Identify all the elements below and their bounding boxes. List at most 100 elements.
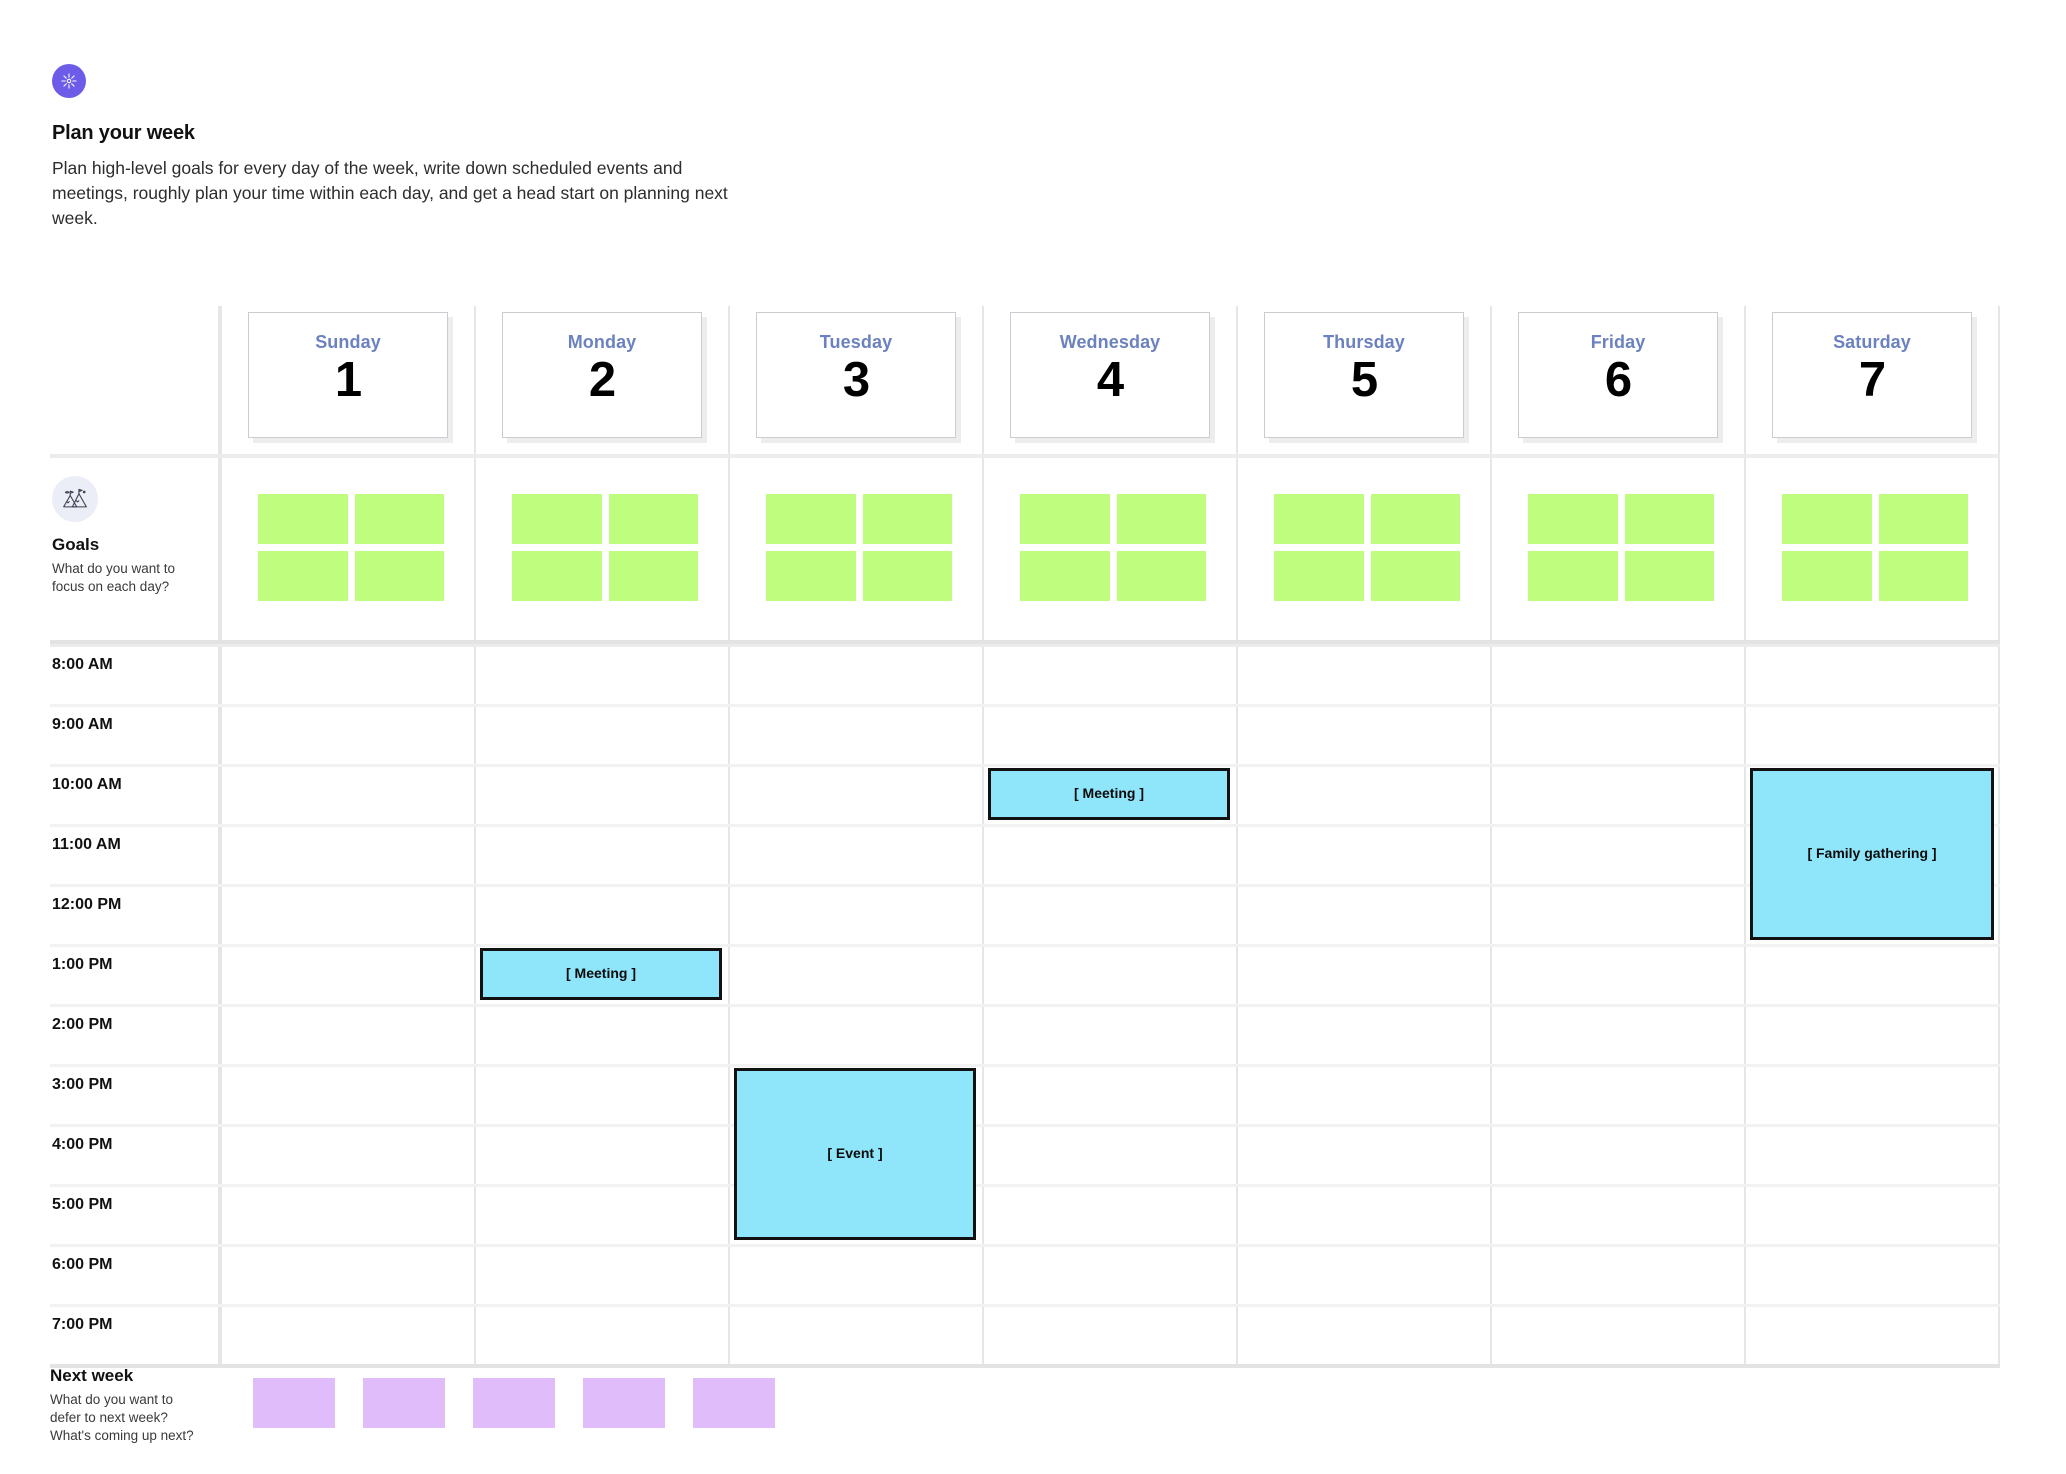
goal-note[interactable] <box>1116 551 1206 601</box>
next-week-note[interactable] <box>363 1378 445 1428</box>
goal-note[interactable] <box>1878 551 1968 601</box>
slot-cell[interactable] <box>1236 1307 1490 1364</box>
slot-cell[interactable] <box>1236 647 1490 704</box>
goal-note[interactable] <box>354 494 444 544</box>
slot-cell[interactable] <box>1490 887 1744 944</box>
slot-cell[interactable] <box>728 1007 982 1064</box>
slot-cell[interactable] <box>1744 1127 2000 1184</box>
goal-note[interactable] <box>862 494 952 544</box>
slot-cell[interactable] <box>220 887 474 944</box>
slot-cell[interactable] <box>220 1187 474 1244</box>
slot-cell[interactable] <box>1236 767 1490 824</box>
day-column-header[interactable]: Saturday 7 <box>1744 306 2000 454</box>
day-card[interactable]: Monday 2 <box>502 312 702 438</box>
slot-cell[interactable] <box>474 1067 728 1124</box>
slot-cell[interactable] <box>1236 827 1490 884</box>
day-card[interactable]: Saturday 7 <box>1772 312 1972 438</box>
goal-note[interactable] <box>1878 494 1968 544</box>
day-column-header[interactable]: Sunday 1 <box>220 306 474 454</box>
slot-cell[interactable] <box>220 1067 474 1124</box>
slot-cell[interactable] <box>982 1247 1236 1304</box>
slot-cell[interactable] <box>474 1127 728 1184</box>
slot-cell[interactable] <box>982 1187 1236 1244</box>
goal-note[interactable] <box>1528 551 1618 601</box>
day-column-header[interactable]: Tuesday 3 <box>728 306 982 454</box>
slot-cell[interactable] <box>1490 647 1744 704</box>
slot-cell[interactable] <box>982 1007 1236 1064</box>
day-column-header[interactable]: Monday 2 <box>474 306 728 454</box>
next-week-note[interactable] <box>473 1378 555 1428</box>
slot-cell[interactable] <box>728 1127 982 1184</box>
day-card[interactable]: Friday 6 <box>1518 312 1718 438</box>
slot-cell[interactable] <box>474 1007 728 1064</box>
goal-note[interactable] <box>1782 551 1872 601</box>
slot-cell[interactable] <box>1236 1187 1490 1244</box>
goal-note[interactable] <box>258 494 348 544</box>
slot-cell[interactable] <box>1744 1307 2000 1364</box>
slot-cell[interactable] <box>220 1307 474 1364</box>
slot-cell[interactable] <box>220 1127 474 1184</box>
slot-cell[interactable] <box>982 1127 1236 1184</box>
slot-cell[interactable] <box>1744 887 2000 944</box>
goal-note[interactable] <box>1782 494 1872 544</box>
slot-cell[interactable] <box>474 767 728 824</box>
goal-note[interactable] <box>258 551 348 601</box>
slot-cell[interactable] <box>1490 1247 1744 1304</box>
goal-note[interactable] <box>766 551 856 601</box>
slot-cell[interactable] <box>1236 947 1490 1004</box>
goal-note[interactable] <box>1528 494 1618 544</box>
slot-cell[interactable] <box>474 947 728 1004</box>
goals-cell-saturday[interactable] <box>1744 458 2000 640</box>
day-column-header[interactable]: Thursday 5 <box>1236 306 1490 454</box>
slot-cell[interactable] <box>1236 1007 1490 1064</box>
goal-note[interactable] <box>862 551 952 601</box>
day-card[interactable]: Wednesday 4 <box>1010 312 1210 438</box>
goal-note[interactable] <box>1624 551 1714 601</box>
slot-cell[interactable] <box>1744 947 2000 1004</box>
goal-note[interactable] <box>354 551 444 601</box>
day-column-header[interactable]: Wednesday 4 <box>982 306 1236 454</box>
goals-cell-monday[interactable] <box>474 458 728 640</box>
goals-cell-thursday[interactable] <box>1236 458 1490 640</box>
next-week-note[interactable] <box>253 1378 335 1428</box>
slot-cell[interactable] <box>728 1247 982 1304</box>
goals-cell-tuesday[interactable] <box>728 458 982 640</box>
goal-note[interactable] <box>1020 551 1110 601</box>
slot-cell[interactable] <box>728 767 982 824</box>
slot-cell[interactable] <box>220 827 474 884</box>
slot-cell[interactable] <box>982 1067 1236 1124</box>
next-week-note[interactable] <box>693 1378 775 1428</box>
slot-cell[interactable] <box>1744 767 2000 824</box>
slot-cell[interactable] <box>1490 767 1744 824</box>
slot-cell[interactable] <box>728 1067 982 1124</box>
slot-cell[interactable] <box>728 1307 982 1364</box>
goal-note[interactable] <box>512 551 602 601</box>
slot-cell[interactable] <box>728 827 982 884</box>
slot-cell[interactable] <box>1490 1187 1744 1244</box>
slot-cell[interactable] <box>1490 947 1744 1004</box>
slot-cell[interactable] <box>728 707 982 764</box>
slot-cell[interactable] <box>728 1187 982 1244</box>
goal-note[interactable] <box>512 494 602 544</box>
goal-note[interactable] <box>1116 494 1206 544</box>
goal-note[interactable] <box>608 494 698 544</box>
slot-cell[interactable] <box>220 647 474 704</box>
slot-cell[interactable] <box>982 827 1236 884</box>
slot-cell[interactable] <box>1744 1187 2000 1244</box>
slot-cell[interactable] <box>1236 887 1490 944</box>
slot-cell[interactable] <box>728 887 982 944</box>
slot-cell[interactable] <box>474 707 728 764</box>
event-block[interactable]: [ Meeting ] <box>988 768 1230 820</box>
slot-cell[interactable] <box>1490 1307 1744 1364</box>
slot-cell[interactable] <box>1744 1007 2000 1064</box>
slot-cell[interactable] <box>1490 1067 1744 1124</box>
slot-cell[interactable] <box>474 1187 728 1244</box>
slot-cell[interactable] <box>1744 647 2000 704</box>
slot-cell[interactable] <box>1490 707 1744 764</box>
slot-cell[interactable] <box>1490 827 1744 884</box>
slot-cell[interactable] <box>1744 707 2000 764</box>
goal-note[interactable] <box>1624 494 1714 544</box>
slot-cell[interactable] <box>982 647 1236 704</box>
slot-cell[interactable] <box>1744 827 2000 884</box>
slot-cell[interactable] <box>1236 1127 1490 1184</box>
